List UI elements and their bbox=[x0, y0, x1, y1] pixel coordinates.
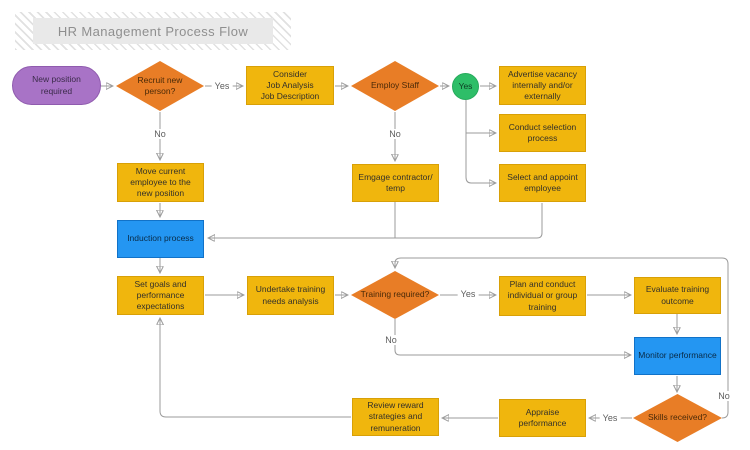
node-label: Undertake training needs analysis bbox=[255, 284, 326, 306]
node-employ-staff-decision[interactable]: Employ Staff bbox=[351, 61, 439, 111]
node-label: Plan and conduct individual or group tra… bbox=[507, 279, 578, 312]
node-label: Monitor performance bbox=[638, 350, 717, 361]
node-plan-conduct-training[interactable]: Plan and conduct individual or group tra… bbox=[499, 276, 586, 316]
node-label: Induction process bbox=[127, 233, 194, 244]
node-label: Yes bbox=[458, 80, 473, 91]
edge-label-training-yes: Yes bbox=[457, 289, 479, 299]
node-skills-received-decision[interactable]: Skills received? bbox=[633, 394, 722, 442]
node-move-current-employee[interactable]: Move current employee to the new positio… bbox=[117, 163, 204, 202]
node-label: Appraise performance bbox=[518, 406, 567, 428]
node-conduct-selection-process[interactable]: Conduct selection process bbox=[499, 114, 586, 152]
node-consider-job-analysis[interactable]: Consider Job Analysis Job Description bbox=[246, 66, 334, 105]
node-label: Move current employee to the new positio… bbox=[130, 165, 191, 199]
node-label: Conduct selection process bbox=[508, 121, 577, 143]
edge-yes-to-select bbox=[465, 100, 495, 183]
edge-label-training-no: No bbox=[382, 335, 400, 345]
node-review-reward-strategies[interactable]: Review reward strategies and remuneratio… bbox=[352, 398, 439, 436]
node-monitor-performance[interactable]: Monitor performance bbox=[634, 337, 721, 375]
node-induction-process[interactable]: Induction process bbox=[117, 220, 204, 258]
node-set-goals-expectations[interactable]: Set goals and performance expectations bbox=[117, 276, 204, 315]
edge-label-skills-no: No bbox=[715, 391, 733, 401]
edge-select-to-induction bbox=[209, 203, 543, 238]
node-yes-connector[interactable]: Yes bbox=[452, 73, 479, 100]
edge-review-to-goals-loop bbox=[160, 319, 351, 418]
node-label: Emgage contractor/ temp bbox=[358, 171, 433, 193]
node-label: Evaluate training outcome bbox=[645, 284, 710, 306]
node-label: Review reward strategies and remuneratio… bbox=[367, 400, 424, 433]
node-appraise-performance[interactable]: Appraise performance bbox=[499, 399, 586, 437]
node-evaluate-training-outcome[interactable]: Evaluate training outcome bbox=[634, 277, 721, 314]
edge-label-recruit-no: No bbox=[151, 129, 169, 139]
edge-label-skills-yes: Yes bbox=[599, 413, 621, 423]
node-training-required-decision[interactable]: Training required? bbox=[351, 271, 439, 319]
edge-training-no-to-monitor bbox=[394, 319, 630, 355]
node-label: Training required? bbox=[360, 289, 430, 300]
node-select-and-appoint[interactable]: Select and appoint employee bbox=[499, 164, 586, 202]
node-recruit-new-person-decision[interactable]: Recruit new person? bbox=[116, 61, 204, 111]
edge-label-recruit-yes: Yes bbox=[211, 81, 233, 91]
node-undertake-training-needs[interactable]: Undertake training needs analysis bbox=[247, 276, 334, 315]
node-label: Advertise vacancy internally and/or exte… bbox=[508, 68, 577, 102]
node-new-position-required[interactable]: New position required bbox=[12, 66, 101, 105]
diagram-title: HR Management Process Flow bbox=[33, 18, 273, 44]
node-label: Set goals and performance expectations bbox=[134, 278, 187, 312]
node-engage-contractor-temp[interactable]: Emgage contractor/ temp bbox=[352, 164, 439, 202]
node-label: Employ Staff bbox=[370, 80, 420, 91]
node-label: New position required bbox=[32, 74, 81, 96]
edge-label-employ-no: No bbox=[386, 129, 404, 139]
node-label: Recruit new person? bbox=[137, 74, 183, 96]
node-label: Consider Job Analysis Job Description bbox=[260, 68, 320, 102]
title-banner: HR Management Process Flow bbox=[15, 12, 291, 50]
node-advertise-vacancy[interactable]: Advertise vacancy internally and/or exte… bbox=[499, 66, 586, 105]
node-label: Skills received? bbox=[647, 412, 708, 423]
node-label: Select and appoint employee bbox=[507, 171, 578, 193]
